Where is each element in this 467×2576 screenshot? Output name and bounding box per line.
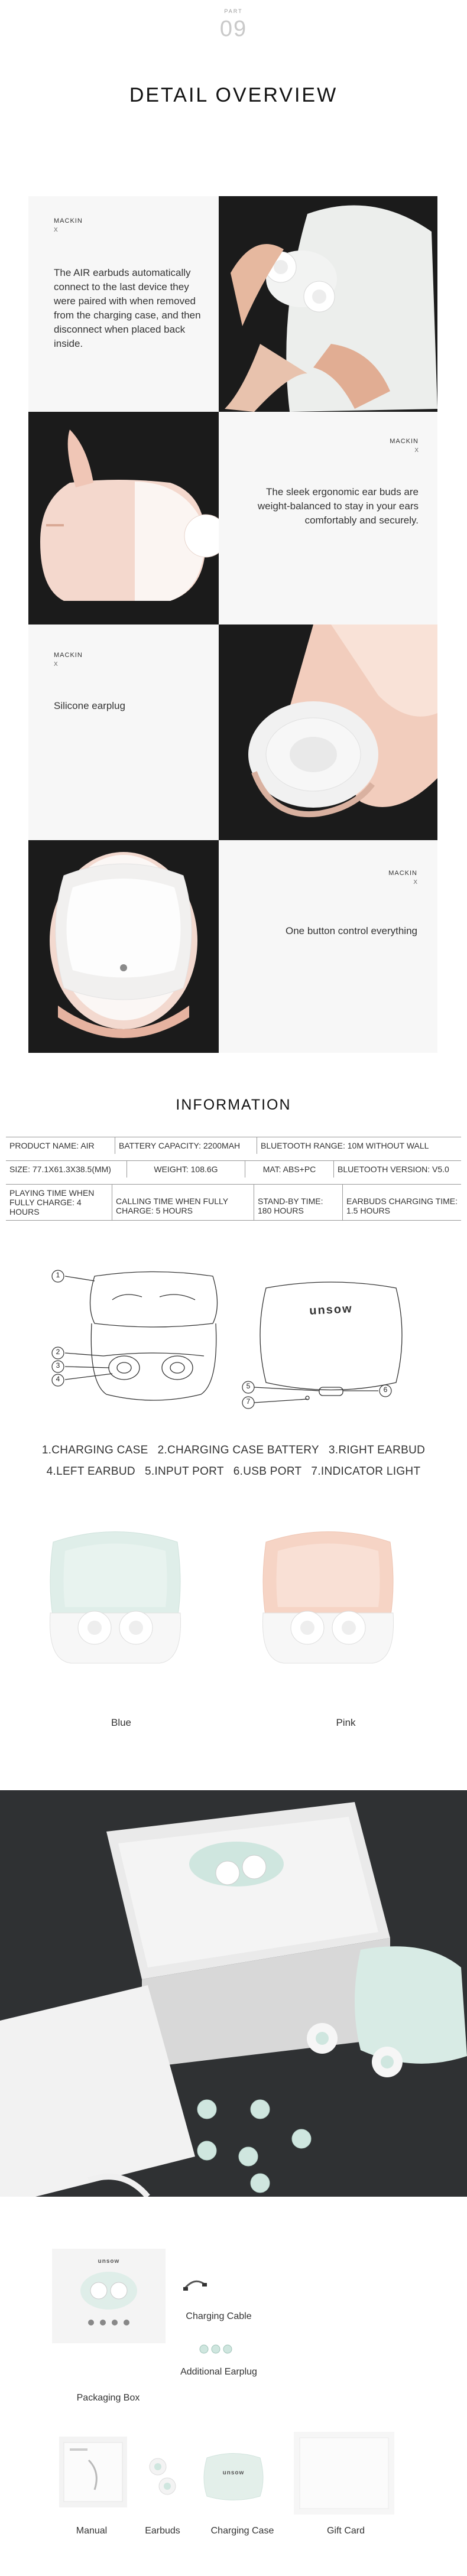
info-cell: PLAYING TIME WHEN FULLY CHARGE: 4 HOURS [6, 1185, 112, 1220]
color-label-blue: Blue [111, 1717, 132, 1728]
detail-text-tile-1: MACKIN X The AIR earbuds automatically c… [28, 196, 219, 412]
information-title: INFORMATION [176, 1097, 291, 1113]
package-item-label: Earbuds [145, 2526, 180, 2536]
brand-label: MACKIN [54, 217, 83, 225]
legend-item: 6.USB PORT [233, 1465, 302, 1478]
brand-mark: X [54, 227, 58, 233]
info-cell: EARBUDS CHARGING TIME: 1.5 HOURS [346, 1196, 458, 1215]
page-title: DETAIL OVERVIEW [129, 84, 338, 106]
info-cell: BLUETOOTH RANGE: 10M WITHOUT WALL [261, 1141, 429, 1150]
product-line-diagram: 1 2 3 4 5 6 7 unsow [47, 1264, 426, 1412]
callout-1: 1 [56, 1271, 60, 1279]
brand-label: MACKIN [390, 438, 419, 445]
info-cell: CALLING TIME WHEN FULLY CHARGE: 5 HOURS [112, 1185, 254, 1220]
blue-case-image [47, 1524, 183, 1666]
gift-card-image [294, 2432, 394, 2515]
charging-case-image: unsow [201, 2446, 266, 2505]
part-label: PART [224, 8, 243, 14]
info-cell: PRODUCT NAME: AIR [6, 1137, 115, 1154]
info-cell: SIZE: 77.1X61.3X38.5(MM) [6, 1161, 127, 1178]
photo-hand-open-case [219, 196, 437, 412]
info-cell: MAT: ABS+PC [245, 1161, 334, 1178]
photo-earbud-side [28, 412, 219, 625]
info-row-3: PLAYING TIME WHEN FULLY CHARGE: 4 HOURS … [6, 1184, 461, 1221]
detail-description: The sleek ergonomic ear buds are weight-… [257, 486, 419, 526]
legend-item: 1.CHARGING CASE [41, 1444, 148, 1456]
detail-description: The AIR earbuds automatically connect to… [54, 267, 201, 349]
package-item-label: Charging Case [210, 2526, 274, 2536]
brand-mark: X [414, 447, 419, 454]
pink-case-image [260, 1524, 396, 1666]
box-logo: unsow [98, 2258, 120, 2265]
packaging-box-image: unsow [52, 2249, 166, 2343]
callout-5: 5 [246, 1382, 251, 1390]
info-cell: STAND-BY TIME: 180 HOURS [254, 1185, 343, 1220]
brand-label: MACKIN [388, 870, 417, 877]
photo-case-top-view [28, 840, 219, 1053]
brand-mark: X [54, 661, 58, 668]
charging-cable-image [183, 2279, 207, 2291]
legend-item: 5.INPUT PORT [144, 1465, 224, 1478]
callout-4: 4 [56, 1375, 60, 1383]
unboxing-photo [0, 1790, 467, 2197]
diagram-legend-line-2: 4.LEFT EARBUD 5.INPUT PORT 6.USB PORT 7.… [0, 1465, 467, 1478]
info-row-1: PRODUCT NAME: AIR BATTERY CAPACITY: 2200… [6, 1137, 461, 1154]
part-number: 09 [219, 17, 248, 41]
callout-7: 7 [246, 1397, 251, 1406]
callout-6: 6 [383, 1385, 388, 1394]
legend-item: 2.CHARGING CASE BATTERY [157, 1444, 319, 1456]
photo-silicone-earplug [219, 625, 437, 840]
package-item-label: Manual [76, 2526, 108, 2536]
earplug-image [198, 2343, 234, 2355]
package-item-label: Gift Card [326, 2526, 365, 2536]
earbuds-image [145, 2452, 180, 2499]
package-item-label: Charging Cable [186, 2311, 252, 2321]
diagram-legend-line-1: 1.CHARGING CASE 2.CHARGING CASE BATTERY … [0, 1444, 467, 1457]
legend-item: 7.INDICATOR LIGHT [311, 1465, 421, 1478]
legend-item: 4.LEFT EARBUD [46, 1465, 135, 1478]
package-item-label: Additional Earplug [180, 2367, 257, 2377]
info-row-2: SIZE: 77.1X61.3X38.5(MM) WEIGHT: 108.6G … [6, 1160, 461, 1178]
case-logo-small: unsow [222, 2470, 245, 2476]
detail-description: One button control everything [285, 925, 417, 936]
legend-item: 3.RIGHT EARBUD [328, 1444, 426, 1456]
package-item-label: Packaging Box [76, 2393, 140, 2403]
callout-2: 2 [56, 1348, 60, 1356]
detail-text-tile-3: MACKIN X Silicone earplug [28, 625, 219, 840]
callout-3: 3 [56, 1361, 60, 1370]
detail-text-tile-4: MACKIN X One button control everything [219, 840, 437, 1053]
brand-label: MACKIN [54, 652, 83, 659]
color-label-pink: Pink [336, 1717, 356, 1728]
info-cell: WEIGHT: 108.6G [127, 1161, 245, 1178]
detail-text-tile-2: MACKIN X The sleek ergonomic ear buds ar… [219, 412, 437, 625]
info-cell: BATTERY CAPACITY: 2200MAH [115, 1137, 257, 1154]
manual-image [59, 2437, 127, 2507]
info-cell: BLUETOOTH VERSION: V5.0 [338, 1165, 449, 1174]
detail-description: Silicone earplug [54, 700, 125, 711]
brand-mark: X [413, 879, 417, 886]
